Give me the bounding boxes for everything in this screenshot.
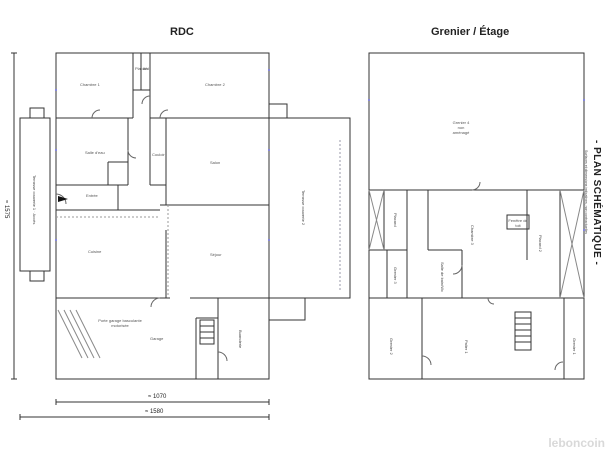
room-chambre3: Chambre 3 — [470, 225, 475, 245]
note-garage-door: Porte garage basculante motorisée — [98, 318, 142, 328]
room-terrasse1: Terrasse couverte 1 · Accès — [32, 175, 37, 225]
fenetre-de-toit — [506, 214, 530, 230]
room-grenier1: Grenier 1 — [572, 338, 577, 355]
etage-title: Grenier / Étage — [431, 26, 510, 38]
rdc-title: RDC — [170, 26, 194, 38]
room-salon: Salon — [210, 160, 221, 165]
plan-note: Surfaces et dimensions indicatives, non … — [584, 150, 588, 235]
room-grenier2: Grenier 2 — [389, 338, 394, 355]
room-placard2: Placard 2 — [538, 235, 543, 252]
room-placard: Placard — [135, 66, 149, 71]
watermark-logo: leboncoin — [548, 436, 605, 450]
room-garage: Garage — [150, 336, 164, 341]
room-sejour: Séjour — [210, 252, 222, 257]
dim-height: ≈ 1575 — [3, 200, 9, 219]
room-cuisine: Cuisine — [88, 249, 102, 254]
etage-outer-wall — [368, 52, 585, 380]
dim-width-total: ≈ 1580 — [145, 409, 164, 415]
room-palier: Palier 1 — [464, 340, 469, 354]
room-buanderie: Buanderie — [238, 330, 243, 349]
terrasse-2 — [268, 117, 351, 299]
room-entree: Entrée — [86, 193, 98, 198]
room-chambre1: Chambre 1 — [80, 82, 100, 87]
room-chambre2: Chambre 2 — [205, 82, 225, 87]
plan-title: - PLAN SCHÉMATIQUE - — [591, 140, 602, 266]
room-grenier4: Grenier 4 non aménagé — [452, 120, 470, 135]
room-couloir: Couloir — [152, 152, 165, 157]
label-fenetre-toit: Fenêtre de toit — [508, 218, 528, 228]
room-placard1: Placard — [393, 213, 398, 227]
room-wc: Wc — [143, 66, 149, 71]
room-terrasse2: Terrasse couverte 2 — [301, 190, 306, 226]
room-sdb: Salle de bain/Wc — [440, 262, 445, 293]
dim-width-inner: ≈ 1070 — [148, 394, 167, 400]
room-sde: Salle d'eau — [85, 150, 105, 155]
room-grenier3: Grenier 3 — [393, 267, 398, 284]
